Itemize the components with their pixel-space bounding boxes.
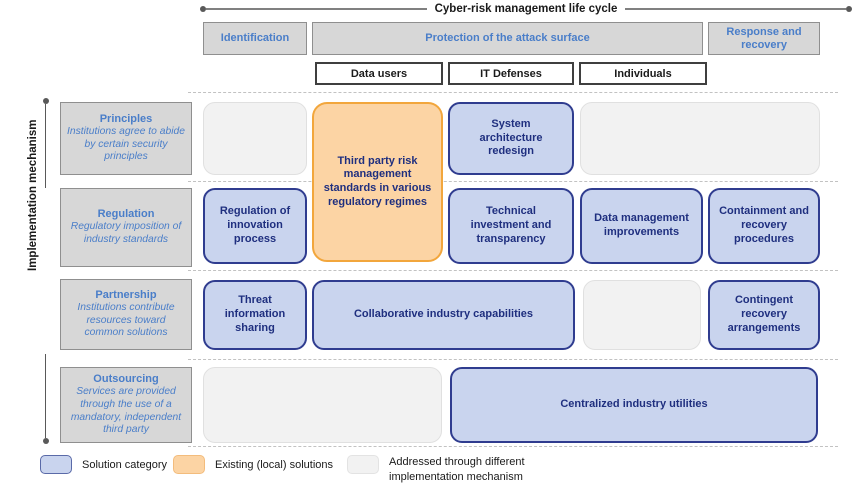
cell-regulation-of-innovation-process: Regulation of innovation process	[203, 188, 307, 264]
axis-dot-top	[42, 98, 49, 104]
cell-principles-individuals-response-unaddressed	[580, 102, 820, 175]
legend-item-solution-category: Solution category	[40, 455, 167, 474]
axis-line-bottom	[44, 354, 47, 438]
row-separator	[188, 270, 838, 271]
mechanism-label-principles: Principles Institutions agree to abide b…	[60, 102, 192, 175]
cell-third-party-risk-standards: Third party risk management standards in…	[312, 102, 443, 262]
cell-centralized-industry-utilities: Centralized industry utilities	[450, 367, 818, 443]
axis-dot-right	[846, 6, 852, 12]
mechanism-description: Institutions contribute resources toward…	[77, 302, 175, 339]
phase-header-response-recovery: Response and recovery	[708, 22, 820, 55]
lifecycle-axis: Cyber-risk management life cycle	[200, 2, 852, 16]
implementation-axis	[42, 98, 49, 444]
phase-header-protection: Protection of the attack surface	[312, 22, 703, 55]
mechanism-label-partnership: Partnership Institutions contribute reso…	[60, 279, 192, 350]
mechanism-title: Principles	[99, 113, 153, 126]
axis-line-top	[44, 104, 47, 188]
subcolumn-data-users: Data users	[315, 62, 443, 85]
cell-threat-information-sharing: Threat information sharing	[203, 280, 307, 350]
cell-outsourcing-left-unaddressed	[203, 367, 442, 443]
cell-principles-identification-unaddressed	[203, 102, 307, 175]
legend-item-addressed-elsewhere: Addressed through different implementati…	[347, 455, 557, 485]
mechanism-label-outsourcing: Outsourcing Services are provided throug…	[60, 367, 192, 443]
phase-header-identification: Identification	[203, 22, 307, 55]
subcolumn-it-defenses: IT Defenses	[448, 62, 574, 85]
solution-swatch	[40, 455, 72, 474]
cell-technical-investment-transparency: Technical investment and transparency	[448, 188, 574, 264]
mechanism-title: Partnership	[95, 289, 157, 302]
existing-swatch	[173, 455, 205, 474]
cell-partnership-individuals-unaddressed	[583, 280, 701, 350]
cell-contingent-recovery-arrangements: Contingent recovery arrangements	[708, 280, 820, 350]
axis-line-left	[206, 8, 427, 10]
legend-label: Existing (local) solutions	[215, 458, 333, 471]
row-separator	[188, 359, 838, 360]
legend-item-existing-solutions: Existing (local) solutions	[173, 455, 333, 474]
mechanism-description: Services are provided through the use of…	[70, 386, 182, 436]
lifecycle-axis-title: Cyber-risk management life cycle	[434, 3, 618, 15]
mechanism-label-regulation: Regulation Regulatory imposition of indu…	[60, 188, 192, 267]
legend-label: Solution category	[82, 458, 167, 471]
mechanism-title: Outsourcing	[93, 373, 159, 386]
cell-system-architecture-redesign: System architecture redesign	[448, 102, 574, 175]
cell-collaborative-industry-capabilities: Collaborative industry capabilities	[312, 280, 575, 350]
row-separator	[188, 446, 838, 447]
row-separator	[188, 92, 838, 93]
unaddressed-swatch	[347, 455, 379, 474]
axis-dot-left	[200, 6, 206, 12]
mechanism-description: Institutions agree to abide by certain s…	[67, 126, 185, 163]
legend-label: Addressed through different implementati…	[389, 456, 525, 483]
axis-line-right	[625, 8, 846, 10]
subcolumn-individuals: Individuals	[579, 62, 707, 85]
axis-dot-bottom	[42, 438, 49, 444]
cell-data-management-improvements: Data management improvements	[580, 188, 703, 264]
cell-containment-recovery-procedures: Containment and recovery procedures	[708, 188, 820, 264]
mechanism-description: Regulatory imposition of industry standa…	[70, 221, 182, 245]
row-separator	[188, 181, 838, 182]
mechanism-title: Regulation	[97, 208, 155, 221]
